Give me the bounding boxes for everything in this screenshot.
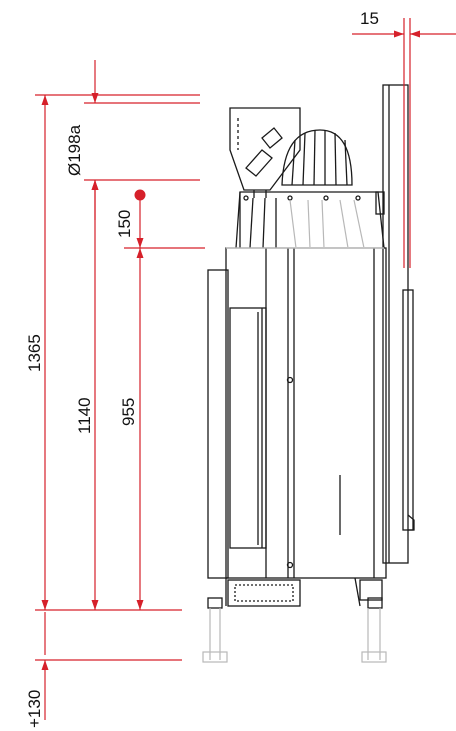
door-glass [229,307,267,549]
flue-connector [229,107,301,191]
foot-left [207,597,223,609]
dim-label-collar-height: 1140 [75,397,94,434]
fireplace-outline [207,84,415,609]
control-box [227,579,301,607]
outlet-marker-dot [134,189,146,201]
door-frame [207,269,229,579]
extended-foot-right [361,651,387,663]
rear-frame [382,84,409,564]
dim-label-top-offset: 15 [360,9,379,28]
dim-label-total-height: 1365 [25,334,44,372]
main-body [225,247,387,579]
dim-label-flue-rise: 150 [115,210,134,238]
flue-dome [281,129,353,186]
dim-label-outlet-height: 955 [119,398,138,426]
dim-label-flue-diameter: Ø198a [65,124,84,176]
dimension-lines [35,18,456,720]
ghost-outline [202,199,387,663]
extended-foot-left [202,651,228,663]
dim-label-leg-extension: +130 [25,690,44,728]
smoke-chamber [235,191,385,249]
foot-right [367,597,383,609]
